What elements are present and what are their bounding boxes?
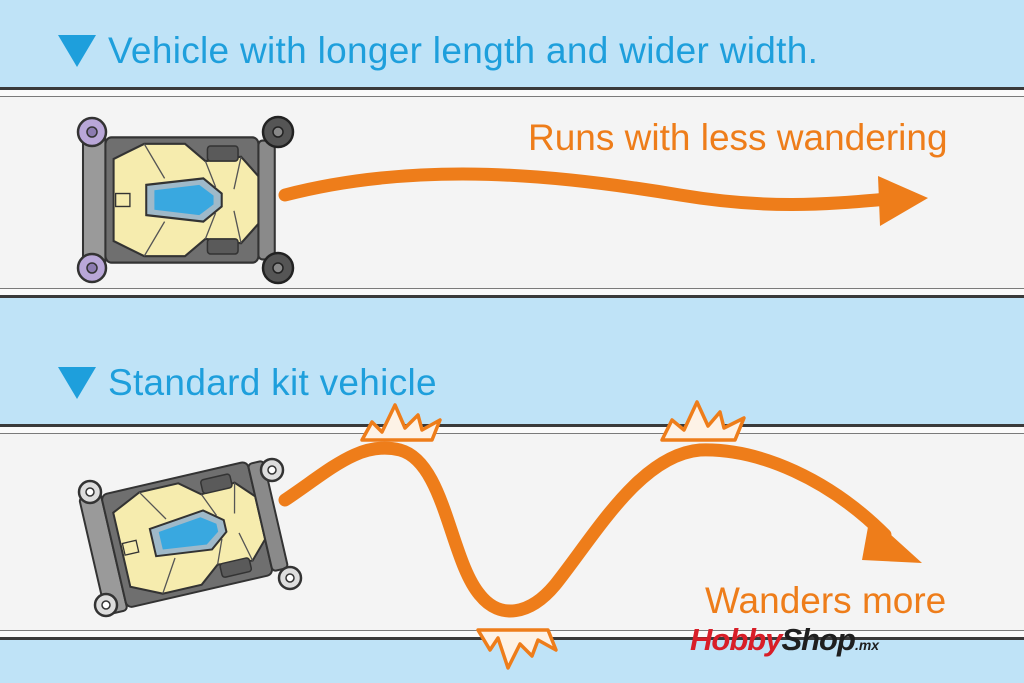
top-heading-text: Vehicle with longer length and wider wid… xyxy=(108,30,819,71)
triangle-down-icon xyxy=(58,35,96,67)
logo-part-mx: .mx xyxy=(854,637,880,653)
logo-part-hobby: Hobby xyxy=(690,622,782,657)
bottom-note: Wanders more xyxy=(705,580,947,621)
top-heading: Vehicle with longer length and wider wid… xyxy=(58,30,818,72)
logo-part-shop: Shop xyxy=(781,622,855,657)
triangle-down-icon xyxy=(58,367,96,399)
hobbyshop-logo: HobbyShop.mx xyxy=(690,622,879,658)
bottom-heading-text: Standard kit vehicle xyxy=(108,362,437,403)
bottom-heading: Standard kit vehicle xyxy=(58,362,437,404)
top-note: Runs with less wandering xyxy=(528,117,948,158)
